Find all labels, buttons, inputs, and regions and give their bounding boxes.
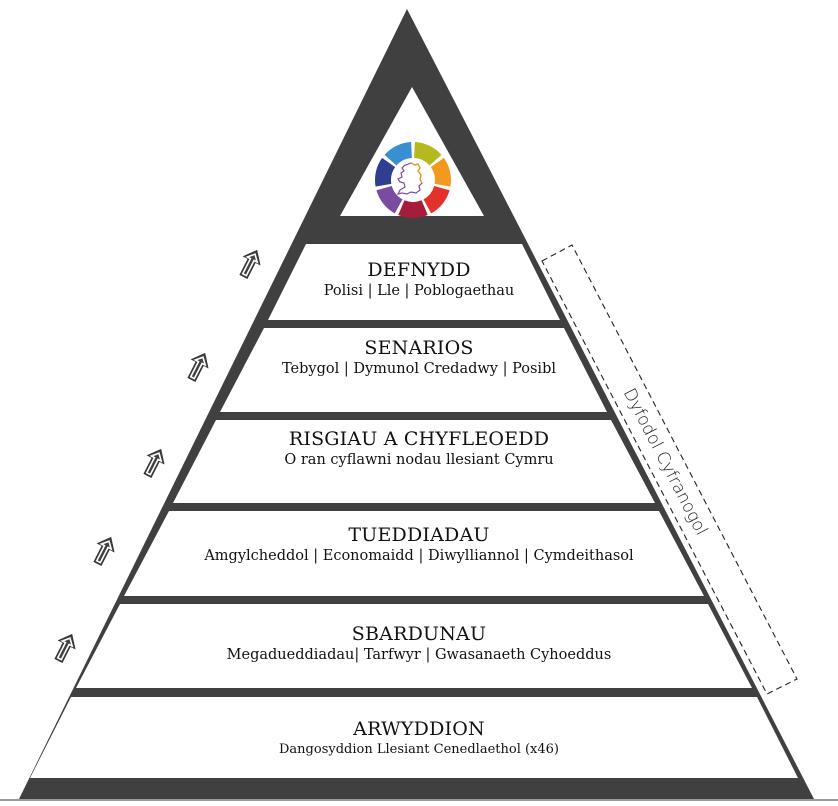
- wheel-segment: [423, 185, 450, 214]
- arrows-group: [54, 249, 261, 663]
- wheel-segment: [430, 157, 451, 187]
- up-right-arrow-icon: [239, 249, 261, 279]
- level-subtitle: Tebygol | Dymunol Credadwy | Posibl: [282, 361, 556, 377]
- level-subtitle: Dangosyddion Llesiant Cenedlaethol (x46): [279, 742, 559, 757]
- up-right-arrow-icon: [93, 536, 115, 566]
- up-right-arrow-icon: [187, 352, 209, 382]
- level-tueddiadau: TUEDDIADAU Amgylcheddol | Economaidd | D…: [0, 524, 838, 564]
- level-title: TUEDDIADAU: [348, 524, 490, 546]
- up-right-arrow-icon: [54, 633, 76, 663]
- level-subtitle: Amgylcheddol | Economaidd | Diwylliannol…: [204, 548, 634, 564]
- wales-map-icon: [396, 162, 423, 195]
- level-title: SENARIOS: [364, 337, 474, 359]
- wales-map-outline: [410, 162, 423, 184]
- wheel-segment: [375, 157, 396, 187]
- up-right-arrow-icon: [143, 448, 165, 478]
- level-senarios: SENARIOS Tebygol | Dymunol Credadwy | Po…: [0, 337, 838, 377]
- band-risgiau: [173, 420, 655, 503]
- wheel-segment: [376, 185, 403, 214]
- level-title: RISGIAU A CHYFLEOEDD: [288, 428, 550, 450]
- level-title: ARWYDDION: [353, 718, 485, 740]
- bottom-rule: [0, 799, 838, 801]
- level-arwyddion: ARWYDDION Dangosyddion Llesiant Cenedlae…: [0, 718, 838, 757]
- level-subtitle: Polisi | Lle | Poblogaethau: [323, 283, 515, 299]
- band-defnydd: [268, 244, 560, 320]
- wheel-segment: [384, 142, 412, 166]
- side-dashed-box: [541, 244, 798, 695]
- level-defnydd: DEFNYDD Polisi | Lle | Poblogaethau: [0, 259, 838, 299]
- level-title: DEFNYDD: [367, 259, 471, 281]
- band-sbardunau: [76, 604, 752, 688]
- level-subtitle: Megadueddiadau| Tarfwyr | Gwasanaeth Cyh…: [226, 647, 612, 663]
- band-tueddiadau: [124, 511, 704, 596]
- level-title: SBARDUNAU: [351, 623, 487, 645]
- level-subtitle: O ran cyflawni nodau llesiant Cymru: [284, 452, 554, 468]
- level-sbardunau: SBARDUNAU Megadueddiadau| Tarfwyr | Gwas…: [0, 623, 838, 663]
- band-senarios: [220, 328, 607, 412]
- level-risgiau: RISGIAU A CHYFLEOEDD O ran cyflawni noda…: [0, 428, 838, 468]
- wheel-segment: [398, 200, 428, 218]
- band-arwyddion: [30, 697, 798, 778]
- wellbeing-goals-wheel-icon: [375, 142, 451, 218]
- wheel-segment: [414, 142, 442, 166]
